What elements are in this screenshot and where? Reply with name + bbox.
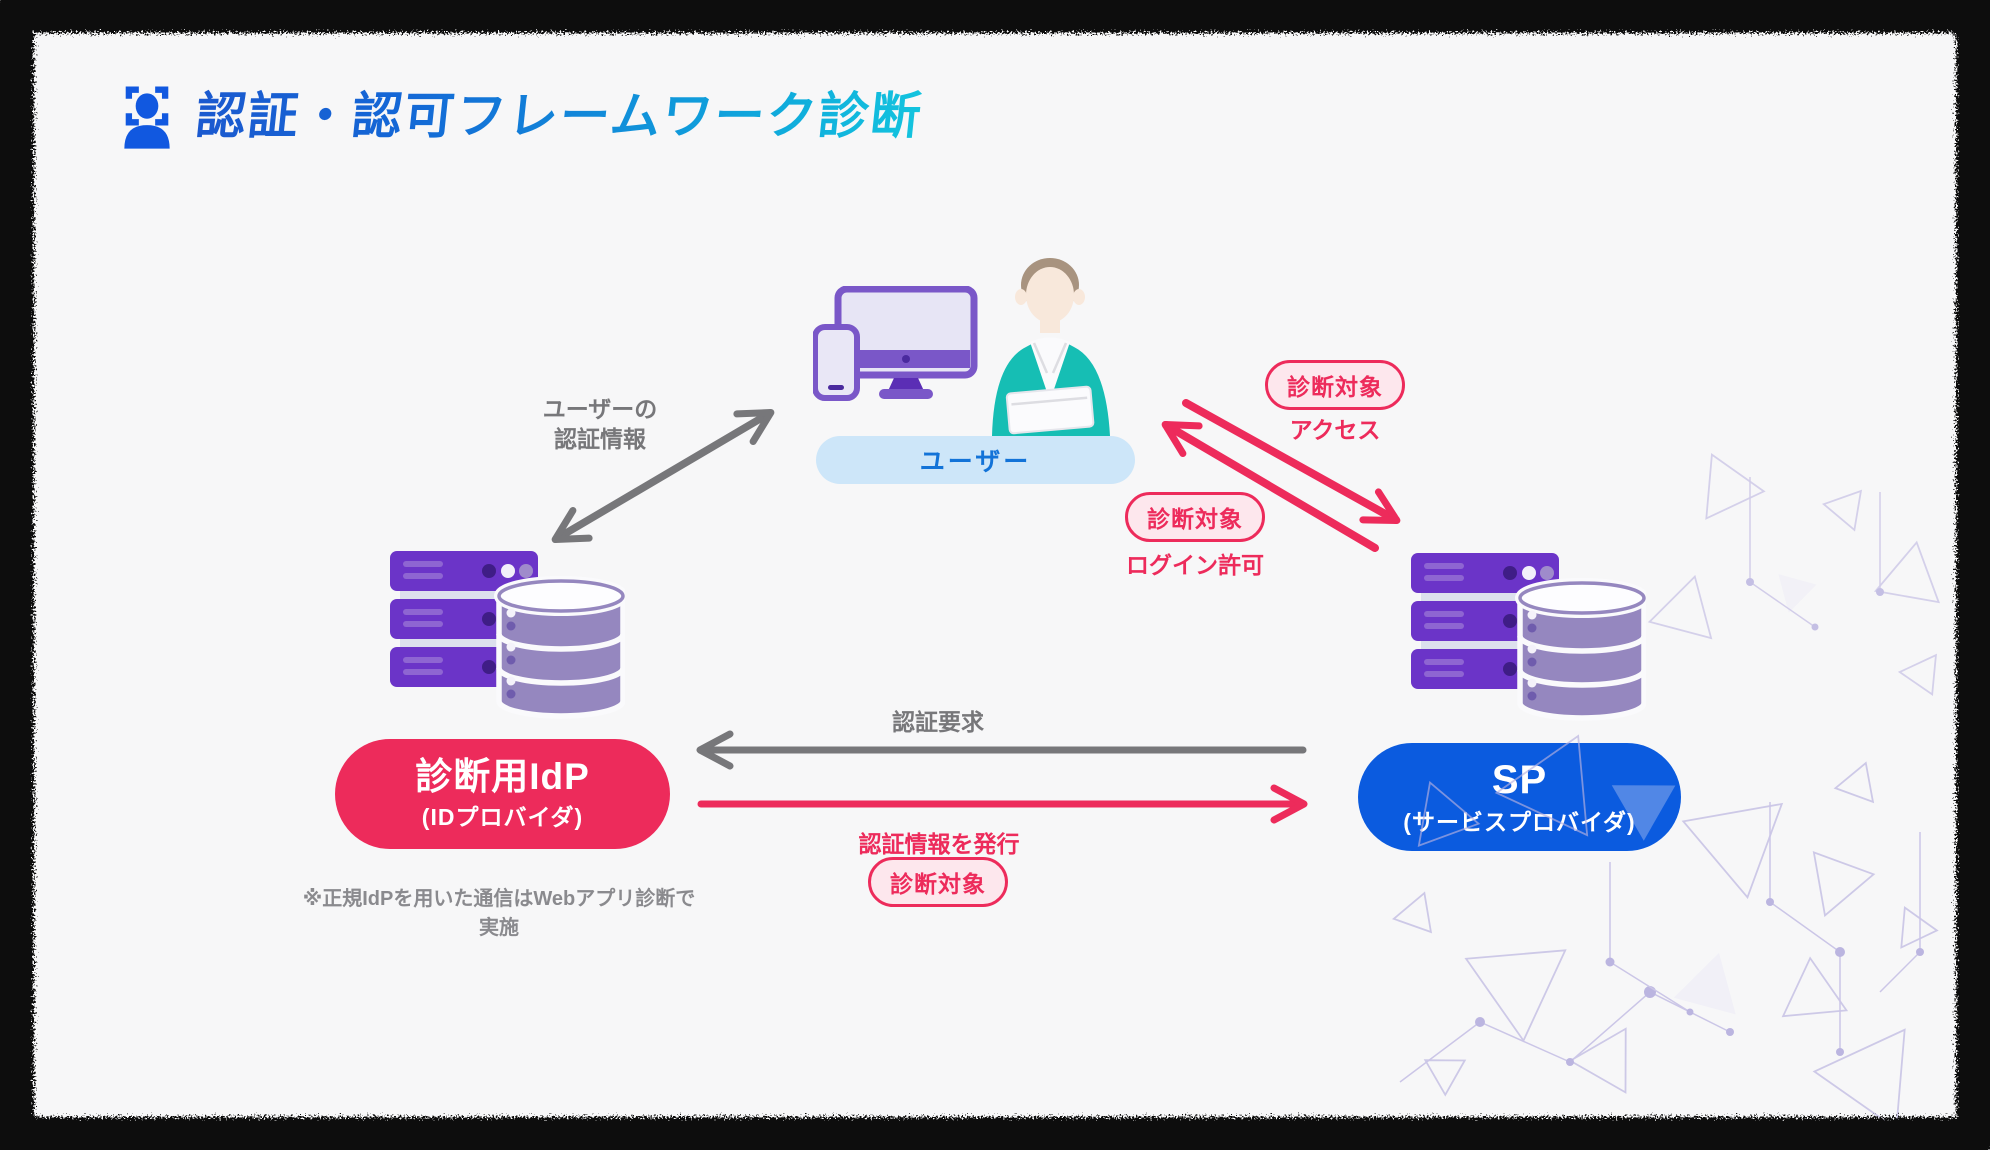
label-auth-request: 認証要求 [892, 709, 984, 735]
label-access: アクセス [1289, 417, 1381, 443]
sp-title: SP [1491, 758, 1548, 802]
user-label-pill: ユーザー [816, 436, 1135, 484]
label-login-permit: ログイン許可 [1126, 552, 1264, 578]
label-issue-credentials: 認証情報を発行 [858, 831, 1020, 857]
page-title: 認証・認可フレームワーク診断 [192, 80, 926, 152]
smartphone-icon [812, 324, 860, 401]
badge-issue-target: 診断対象 [868, 857, 1008, 907]
badge-access-target: 診断対象 [1265, 360, 1405, 410]
idp-server-icon [390, 551, 628, 721]
user-devices-icon [812, 285, 978, 401]
sp-server-icon [1411, 553, 1649, 723]
flow-arrows [551, 399, 1401, 824]
database-icon [1515, 578, 1649, 721]
face-scan-icon [118, 80, 176, 152]
badge-login-target: 診断対象 [1125, 492, 1265, 542]
idp-node: 診断用IdP (IDプロバイダ) [335, 739, 670, 849]
person-icon [988, 251, 1123, 436]
user-label: ユーザー [919, 448, 1032, 476]
sp-subtitle: (サービスプロバイダ) [1403, 809, 1636, 835]
idp-title: 診断用IdP [415, 755, 590, 797]
idp-footnote: ※正規IdPを用いた通信はWebアプリ診断で実施 [302, 888, 696, 939]
diagram-board: 認証・認可フレームワーク診断 [30, 28, 1960, 1122]
page-header: 認証・認可フレームワーク診断 [118, 80, 926, 152]
sp-node: SP (サービスプロバイダ) [1358, 743, 1681, 851]
database-icon [494, 576, 628, 719]
idp-subtitle: (IDプロバイダ) [421, 804, 584, 831]
label-user-credentials: ユーザーの 認証情報 [542, 396, 658, 452]
